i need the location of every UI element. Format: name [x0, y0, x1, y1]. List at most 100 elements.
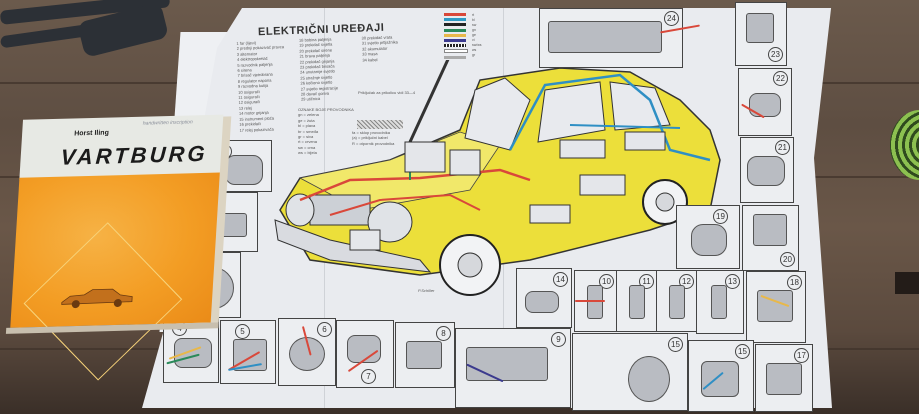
panel-number: 8	[436, 326, 451, 341]
panel-number: 18	[787, 275, 802, 290]
color-code: ge	[472, 33, 476, 37]
abbrev-item: gr = siva	[298, 134, 314, 140]
book-cover-top: handwritten inscription Horst Iling VART…	[19, 114, 224, 180]
cover-car-wheel	[71, 300, 80, 309]
wire-abbreviations: OZNAKE BOJE PROVODNIKA gn = zelena ge = …	[298, 107, 354, 156]
color-code: sw	[472, 23, 477, 27]
table-gap	[895, 272, 919, 294]
abbrev-item: rt = crvena	[298, 139, 318, 145]
panel-number: 20	[780, 252, 795, 267]
book-author: Horst Iling	[73, 129, 110, 138]
color-swatch-black	[444, 23, 466, 27]
diagram-panel: 20	[742, 205, 799, 271]
color-swatch-black-white	[444, 44, 466, 48]
antenna	[408, 60, 450, 143]
ground-symbol	[357, 120, 403, 129]
diagram-panel: 24	[539, 8, 683, 68]
diagram-panel: 7	[336, 320, 394, 388]
component-inset	[404, 141, 446, 173]
wire-blue	[508, 73, 711, 162]
color-code: gr	[472, 53, 476, 57]
component-inset	[349, 229, 381, 251]
panel-number: 17	[794, 348, 809, 363]
abbrev-item: ge = žuta	[298, 117, 315, 123]
diagram-panel: 15	[572, 333, 688, 411]
book-cover-orange	[10, 172, 220, 381]
diagram-panel: 8	[395, 322, 455, 388]
electrical-tape-roll	[890, 110, 919, 180]
color-swatch-blue	[444, 18, 466, 22]
car-windshield	[464, 77, 531, 151]
light-switch-part	[691, 224, 727, 256]
voltage-regulator-part	[406, 341, 442, 369]
wire-red	[329, 193, 481, 216]
diagram-panel: 22	[738, 68, 792, 136]
abbrev-item: gn = zelena	[298, 112, 319, 118]
abbrev-item: bl = plava	[298, 123, 316, 129]
abbrev-item: sw = crna	[298, 144, 316, 150]
horn-switch-part	[753, 214, 787, 246]
diagram-panel: 14	[516, 268, 572, 328]
panel-number: 9	[551, 332, 566, 347]
color-code: ws	[472, 48, 477, 52]
diagram-panel: 23	[735, 2, 787, 66]
heater-switch-part	[749, 93, 781, 117]
color-code: rt	[472, 13, 475, 17]
panel-number: 19	[713, 209, 728, 224]
color-code: gn	[472, 28, 476, 32]
abbrev-item: br = smeđa	[298, 128, 319, 134]
note-item: (a) = priključni kabel	[352, 135, 388, 141]
panel-number: 23	[768, 47, 783, 62]
panel-number: 22	[773, 71, 788, 86]
fuse-block-part	[669, 285, 685, 319]
book-title: VARTBURG	[59, 140, 209, 170]
relay-part	[711, 285, 727, 319]
car-side-window	[537, 81, 606, 143]
panel-number: 21	[775, 140, 790, 155]
wire-blue	[569, 124, 681, 129]
rear-wheel-hub	[655, 192, 675, 212]
book-stamp: handwritten inscription	[142, 119, 193, 127]
color-swatch-green	[444, 28, 466, 32]
panel-number: 15	[668, 337, 683, 352]
color-code: vi	[472, 38, 475, 42]
fuse-block-part	[587, 285, 603, 319]
heater-motor-part	[525, 291, 559, 313]
component-inset	[559, 139, 606, 159]
panel-number: 15	[735, 344, 750, 359]
interior-light-part	[548, 21, 662, 53]
cover-car-wheel	[113, 298, 122, 307]
panel-number: 10	[599, 274, 614, 289]
color-code: sw/ws	[472, 43, 482, 47]
color-swatch-red	[444, 13, 466, 16]
component-inset	[579, 174, 626, 196]
ignition-lock-part	[747, 156, 785, 186]
diagram-panel: 17	[755, 344, 813, 412]
cover-car-silhouette	[61, 288, 133, 309]
headlight-left	[285, 193, 315, 227]
component-inset	[529, 204, 571, 224]
diagram-panel: 6	[278, 318, 336, 386]
instrument-gauge-part	[628, 356, 670, 402]
trailer-note: Priključak za prikolicu vidi 33—4	[358, 90, 416, 95]
diagram-panel: 11	[616, 270, 658, 332]
wire-red	[299, 168, 531, 202]
component-inset	[624, 131, 666, 151]
fuse-block-part	[629, 285, 645, 319]
diagram-panel: 19	[676, 205, 740, 269]
panel-number: 5	[235, 324, 250, 339]
panel-number: 7	[361, 369, 376, 384]
color-swatch-yellow	[444, 33, 466, 37]
panel-number: 13	[725, 274, 740, 289]
junction-box-part	[466, 347, 548, 381]
switch-panel-part	[701, 361, 739, 397]
component-inset	[449, 149, 481, 176]
diagram-panel: 9	[455, 328, 571, 408]
note-item: fa = sklop provodnika	[352, 130, 390, 135]
front-wheel-hub	[457, 252, 483, 278]
color-swatch-white	[444, 49, 468, 54]
diagram-panel: 21	[740, 137, 794, 203]
abbrev-title: OZNAKE BOJE PROVODNIKA	[298, 107, 354, 112]
notes-bottom: fa = sklop provodnika (a) = priključni k…	[352, 130, 394, 146]
panel-number: 14	[553, 272, 568, 287]
